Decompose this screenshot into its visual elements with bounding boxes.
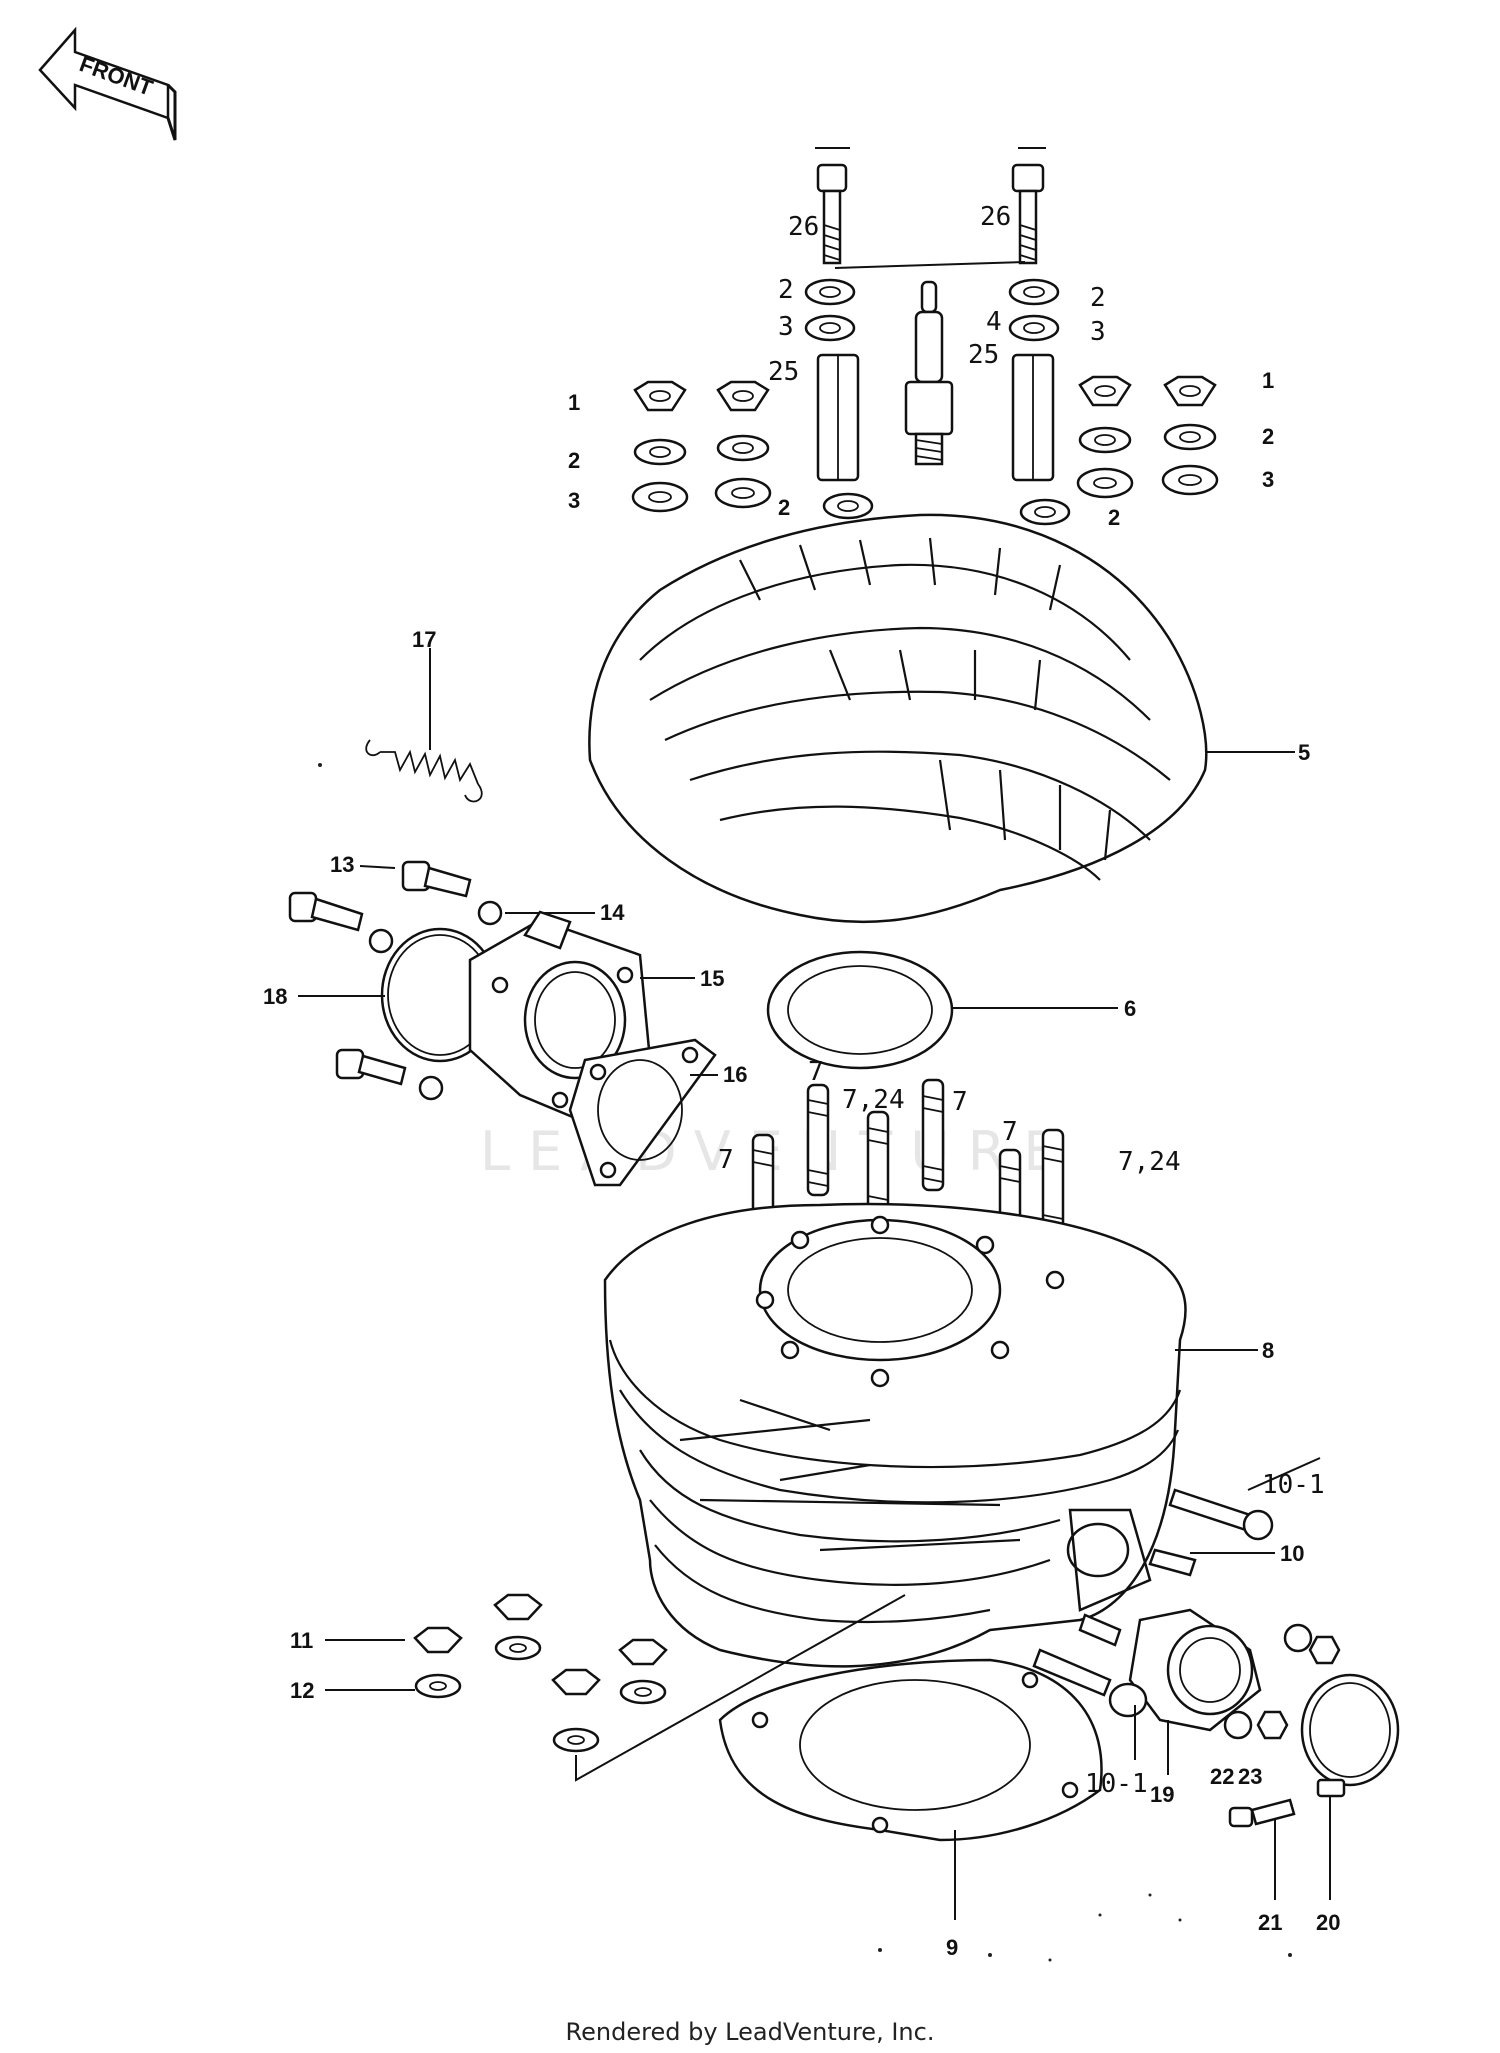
callout-5: 5: [1298, 740, 1310, 765]
hose-clamp: [1300, 1673, 1400, 1798]
clamp-screw: [1228, 1798, 1296, 1828]
callout-2-left-top: 2: [778, 275, 794, 305]
cylinder-studs: [751, 1078, 1065, 1262]
callout-3-right-mid: 3: [1262, 467, 1274, 492]
callout-9: 9: [946, 1935, 958, 1960]
callout-6: 6: [1124, 996, 1136, 1021]
callout-7-24-a: 7,24: [842, 1085, 905, 1115]
bolt-10-1-top: [1168, 1488, 1274, 1541]
stud-10: [1148, 1548, 1197, 1577]
callout-17: 17: [412, 627, 436, 652]
callout-16: 16: [723, 1062, 747, 1087]
callout-2-right-top: 2: [1090, 283, 1106, 313]
bolts-13: [288, 860, 472, 1086]
spacer-25-left: [816, 353, 860, 482]
callout-7-24-b: 7,24: [1118, 1147, 1181, 1177]
cylinder-head: [588, 513, 1208, 924]
head-gasket: [766, 950, 954, 1070]
callout-1-right: 1: [1262, 368, 1274, 393]
front-arrow-icon: FRONT: [38, 26, 177, 141]
callout-10-1-bottom: 10-1: [1085, 1769, 1148, 1799]
callout-25-left: 25: [768, 357, 799, 387]
flange-gasket: [568, 1038, 717, 1187]
callout-26-right: 26: [980, 202, 1011, 232]
callout-4: 4: [986, 307, 1002, 337]
callout-1-left: 1: [568, 390, 580, 415]
callout-20: 20: [1316, 1910, 1340, 1935]
callout-13: 13: [330, 852, 354, 877]
spring: [365, 739, 483, 803]
intake-manifold: [468, 910, 652, 1122]
callout-22: 22: [1210, 1764, 1234, 1789]
callout-2-right-low: 2: [1108, 505, 1120, 530]
callout-8: 8: [1262, 1338, 1274, 1363]
callout-3-left-top: 3: [778, 312, 794, 342]
callout-23: 23: [1238, 1764, 1262, 1789]
scan-speckles: [318, 763, 1292, 1962]
bolt-26-right: [1011, 163, 1045, 265]
callout-10-1-top: 10-1: [1262, 1470, 1325, 1500]
callout-2-left-low: 2: [778, 495, 790, 520]
callout-19: 19: [1150, 1782, 1174, 1807]
callout-10: 10: [1280, 1541, 1304, 1566]
callout-25-right: 25: [968, 340, 999, 370]
callout-7-c: 7: [718, 1145, 734, 1175]
bottom-nuts-washers: [413, 1593, 668, 1753]
spark-plug: [904, 280, 954, 466]
bolt-26-left: [816, 163, 848, 265]
callout-7-b: 7: [952, 1087, 968, 1117]
callout-3-right-top: 3: [1090, 317, 1106, 347]
callout-26-left: 26: [788, 212, 819, 242]
callout-18: 18: [263, 984, 287, 1009]
callout-7-a: 7: [808, 1057, 824, 1087]
callout-2-left-mid: 2: [568, 448, 580, 473]
callout-12: 12: [290, 1678, 314, 1703]
callout-labels: 26 26 2 2 3 3 4 25 25 1 1 2 2 3 3 2 2 5 …: [263, 202, 1340, 1960]
nut-washer-stacks: [631, 375, 1219, 526]
cylinder: [603, 1202, 1187, 1668]
lock-washers: [368, 900, 503, 1101]
washer-group-top: [804, 278, 1060, 342]
callout-21: 21: [1258, 1910, 1282, 1935]
callout-11: 11: [290, 1628, 313, 1653]
spacer-25-right: [1011, 353, 1055, 482]
nuts-22-23: [1223, 1623, 1341, 1740]
callout-3-left-mid: 3: [568, 488, 580, 513]
intake-pipe: [1128, 1608, 1262, 1732]
bolt-10-1-bottom: [1032, 1613, 1148, 1718]
callout-14: 14: [600, 900, 625, 925]
footer-credit: Rendered by LeadVenture, Inc.: [565, 2018, 935, 2046]
callout-2-right-mid: 2: [1262, 424, 1274, 449]
callout-15: 15: [700, 966, 724, 991]
base-gasket: [718, 1658, 1103, 1842]
callout-7-d: 7: [1002, 1117, 1018, 1147]
